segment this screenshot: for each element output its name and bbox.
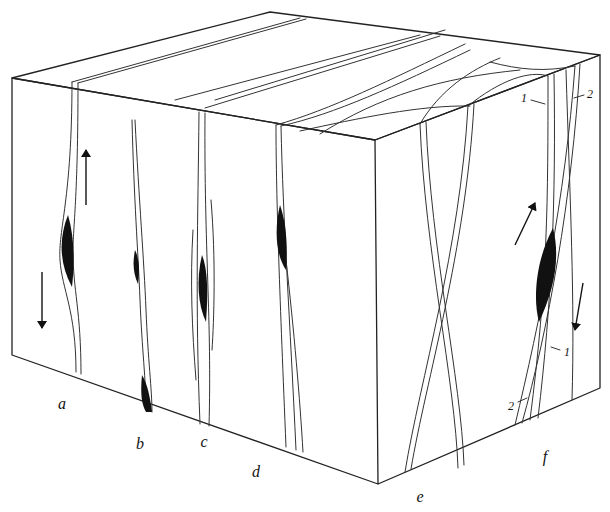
leader-line xyxy=(531,100,545,104)
callout-number: 2 xyxy=(507,400,515,412)
vein-wall xyxy=(192,230,196,380)
vein-trace xyxy=(300,106,470,131)
ore-lens xyxy=(134,250,139,284)
leader-line xyxy=(574,95,584,98)
vein-wall xyxy=(73,83,81,374)
ore-lens xyxy=(536,228,556,322)
vein-letter: f xyxy=(542,449,548,465)
vein-letter: e xyxy=(415,489,424,505)
leader-line xyxy=(518,398,527,402)
vein-letter: c xyxy=(199,434,208,450)
vein-wall xyxy=(276,125,286,447)
ore-lens xyxy=(199,255,208,322)
vein-trace xyxy=(72,18,300,82)
callout-number: 1 xyxy=(520,92,528,104)
vein-wall xyxy=(281,126,296,450)
vein-wall xyxy=(405,106,468,472)
ore-lens xyxy=(141,375,152,412)
callout-number: 1 xyxy=(563,346,571,358)
vein-trace xyxy=(276,44,465,125)
vein-wall xyxy=(411,104,474,469)
vein-wall-2 xyxy=(522,64,580,423)
movement-arrow xyxy=(575,283,583,330)
vein-trace xyxy=(78,19,306,83)
leader-line xyxy=(551,347,560,350)
ore-lens xyxy=(277,205,287,270)
vein-trace xyxy=(205,36,440,108)
callout-number: 2 xyxy=(586,88,594,100)
movement-arrow xyxy=(41,272,42,328)
vein-letter: b xyxy=(135,436,145,452)
vein-wall xyxy=(286,260,303,452)
vein-wall xyxy=(211,200,214,350)
vein-wall xyxy=(420,124,458,468)
vein-trace xyxy=(215,30,445,100)
vein-trace xyxy=(490,62,575,69)
vein-trace xyxy=(281,50,470,126)
vein-trace xyxy=(468,74,548,106)
vein-letter: a xyxy=(57,396,67,412)
movement-arrow xyxy=(515,203,535,245)
vein-wall xyxy=(426,122,464,465)
front-face xyxy=(12,78,378,484)
vein-wall-2 xyxy=(515,66,575,425)
vein-wall xyxy=(197,112,200,424)
top-face xyxy=(12,12,600,140)
vein-letter: d xyxy=(251,464,261,480)
movement-arrow xyxy=(85,150,86,205)
right-face xyxy=(375,55,600,484)
ore-lens xyxy=(62,215,74,287)
